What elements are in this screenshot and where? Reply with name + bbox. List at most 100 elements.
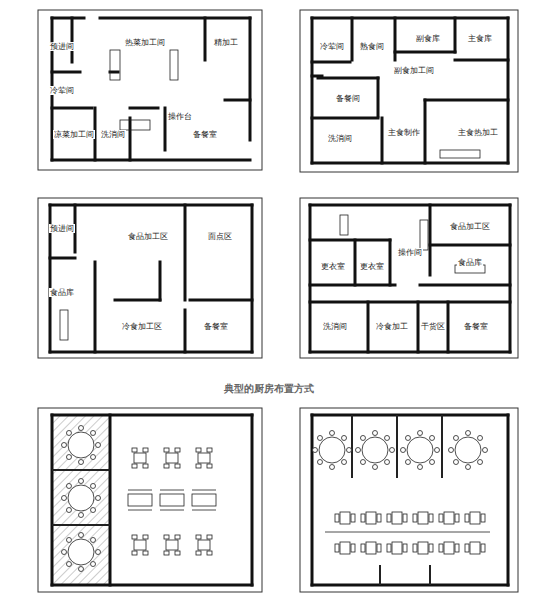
room-label: 食品加工区	[449, 222, 491, 231]
plan-stroke	[91, 455, 96, 460]
plan-stroke	[444, 542, 454, 554]
room-name: 熟食间	[359, 42, 385, 51]
plan-stroke	[418, 431, 423, 436]
plan-stroke	[401, 448, 406, 453]
room-label: 凉菜加工间	[53, 130, 95, 139]
plan-stroke	[52, 159, 250, 162]
plan-stroke	[204, 18, 207, 60]
room-name: 备餐室	[192, 130, 218, 139]
plan-stroke	[66, 455, 71, 460]
room-name: 精加工	[213, 38, 239, 47]
plan-stroke	[100, 17, 250, 20]
plan-stroke	[413, 544, 417, 552]
plan-stroke	[128, 510, 152, 511]
plan-stroke	[68, 485, 94, 511]
room-label: 洗消间	[322, 322, 348, 331]
room-label: 食品加工区	[127, 232, 169, 241]
room-name: 冷食加工	[375, 322, 409, 331]
plan-stroke	[50, 257, 75, 260]
plan-stroke	[405, 435, 410, 440]
plan-stroke	[192, 494, 216, 506]
plan-stroke	[143, 448, 148, 452]
plan-stroke	[430, 435, 435, 440]
plan-stroke	[342, 460, 347, 465]
plan-stroke	[444, 512, 454, 524]
plan-stroke	[91, 537, 96, 542]
plan-stroke	[68, 432, 94, 458]
plan-stroke	[509, 205, 512, 352]
plan-stroke	[166, 453, 178, 463]
room-name: 副食库	[415, 34, 441, 43]
plan-stroke	[330, 431, 335, 436]
plan-stroke	[440, 150, 480, 158]
plan-stroke	[196, 551, 201, 555]
plan-stroke	[351, 544, 355, 552]
room-label: 操作台	[167, 112, 193, 121]
plan-stroke	[387, 514, 391, 522]
room-label: 食品库	[49, 288, 75, 297]
plan-stroke	[310, 301, 510, 304]
plan-stroke	[52, 17, 84, 20]
plan-stroke	[439, 514, 443, 522]
plan-stroke	[134, 453, 146, 463]
room-name: 冷荤间	[49, 86, 75, 95]
plan-stroke	[377, 514, 381, 522]
plan-stroke	[94, 262, 97, 352]
plan-stroke	[184, 310, 187, 352]
plan-stroke	[164, 464, 169, 468]
plan-stroke	[79, 567, 84, 572]
plan-stroke	[381, 118, 384, 163]
plan-stroke	[312, 17, 508, 20]
room-label: 熟食间	[359, 42, 385, 51]
plan-stroke	[91, 483, 96, 488]
room-name: 更衣室	[320, 262, 346, 271]
plan-stroke	[312, 162, 508, 165]
plan-stroke	[361, 514, 365, 522]
room-label: 面点区	[207, 232, 233, 241]
plan-stroke	[429, 565, 431, 585]
plan-stroke	[424, 100, 427, 163]
room-name: 冷食加工区	[121, 322, 163, 331]
plan-stroke	[115, 299, 160, 302]
plan-stroke	[366, 512, 376, 524]
plan-stroke	[420, 284, 510, 287]
room-name: 干货区	[420, 322, 446, 331]
plan-stroke	[91, 430, 96, 435]
room-name: 副食加工间	[393, 66, 435, 75]
plan-stroke	[143, 464, 148, 468]
room-name: 主食制作	[387, 128, 421, 137]
room-label: 备餐室	[463, 322, 489, 331]
plan-stroke	[62, 550, 67, 555]
room-label: 冷食加工	[375, 322, 409, 331]
plan-stroke	[207, 535, 212, 539]
plan-stroke	[52, 107, 92, 110]
plan-stroke	[207, 551, 212, 555]
plan-stroke	[66, 562, 71, 567]
plan-stroke	[392, 542, 402, 554]
plan-stroke	[429, 514, 433, 522]
plan-stroke	[453, 460, 458, 465]
room-name: 冷荤间	[319, 42, 345, 51]
room-name: 备餐间	[335, 94, 361, 103]
plan-stroke	[312, 584, 508, 587]
room-label: 洗消间	[100, 130, 126, 139]
room-name: 面点区	[207, 232, 233, 241]
plan-stroke	[198, 540, 210, 550]
plan-stroke	[312, 61, 350, 64]
plan-stroke	[192, 510, 216, 511]
plan-stroke	[207, 448, 212, 452]
plan-stroke	[96, 496, 101, 501]
plan-stroke	[251, 205, 254, 352]
plan-stroke	[385, 460, 390, 465]
plan-stroke	[317, 435, 322, 440]
plan-stroke	[418, 465, 423, 470]
plan-stroke	[377, 78, 380, 116]
plan-stroke	[62, 496, 67, 501]
room-name: 主食库	[467, 34, 493, 43]
plan-stroke	[325, 532, 490, 533]
room-name: 预进间	[49, 42, 75, 51]
room-name: 备餐室	[463, 322, 489, 331]
room-name: 食品加工区	[127, 232, 169, 241]
plan-stroke	[435, 448, 440, 453]
plan-stroke	[110, 50, 120, 80]
